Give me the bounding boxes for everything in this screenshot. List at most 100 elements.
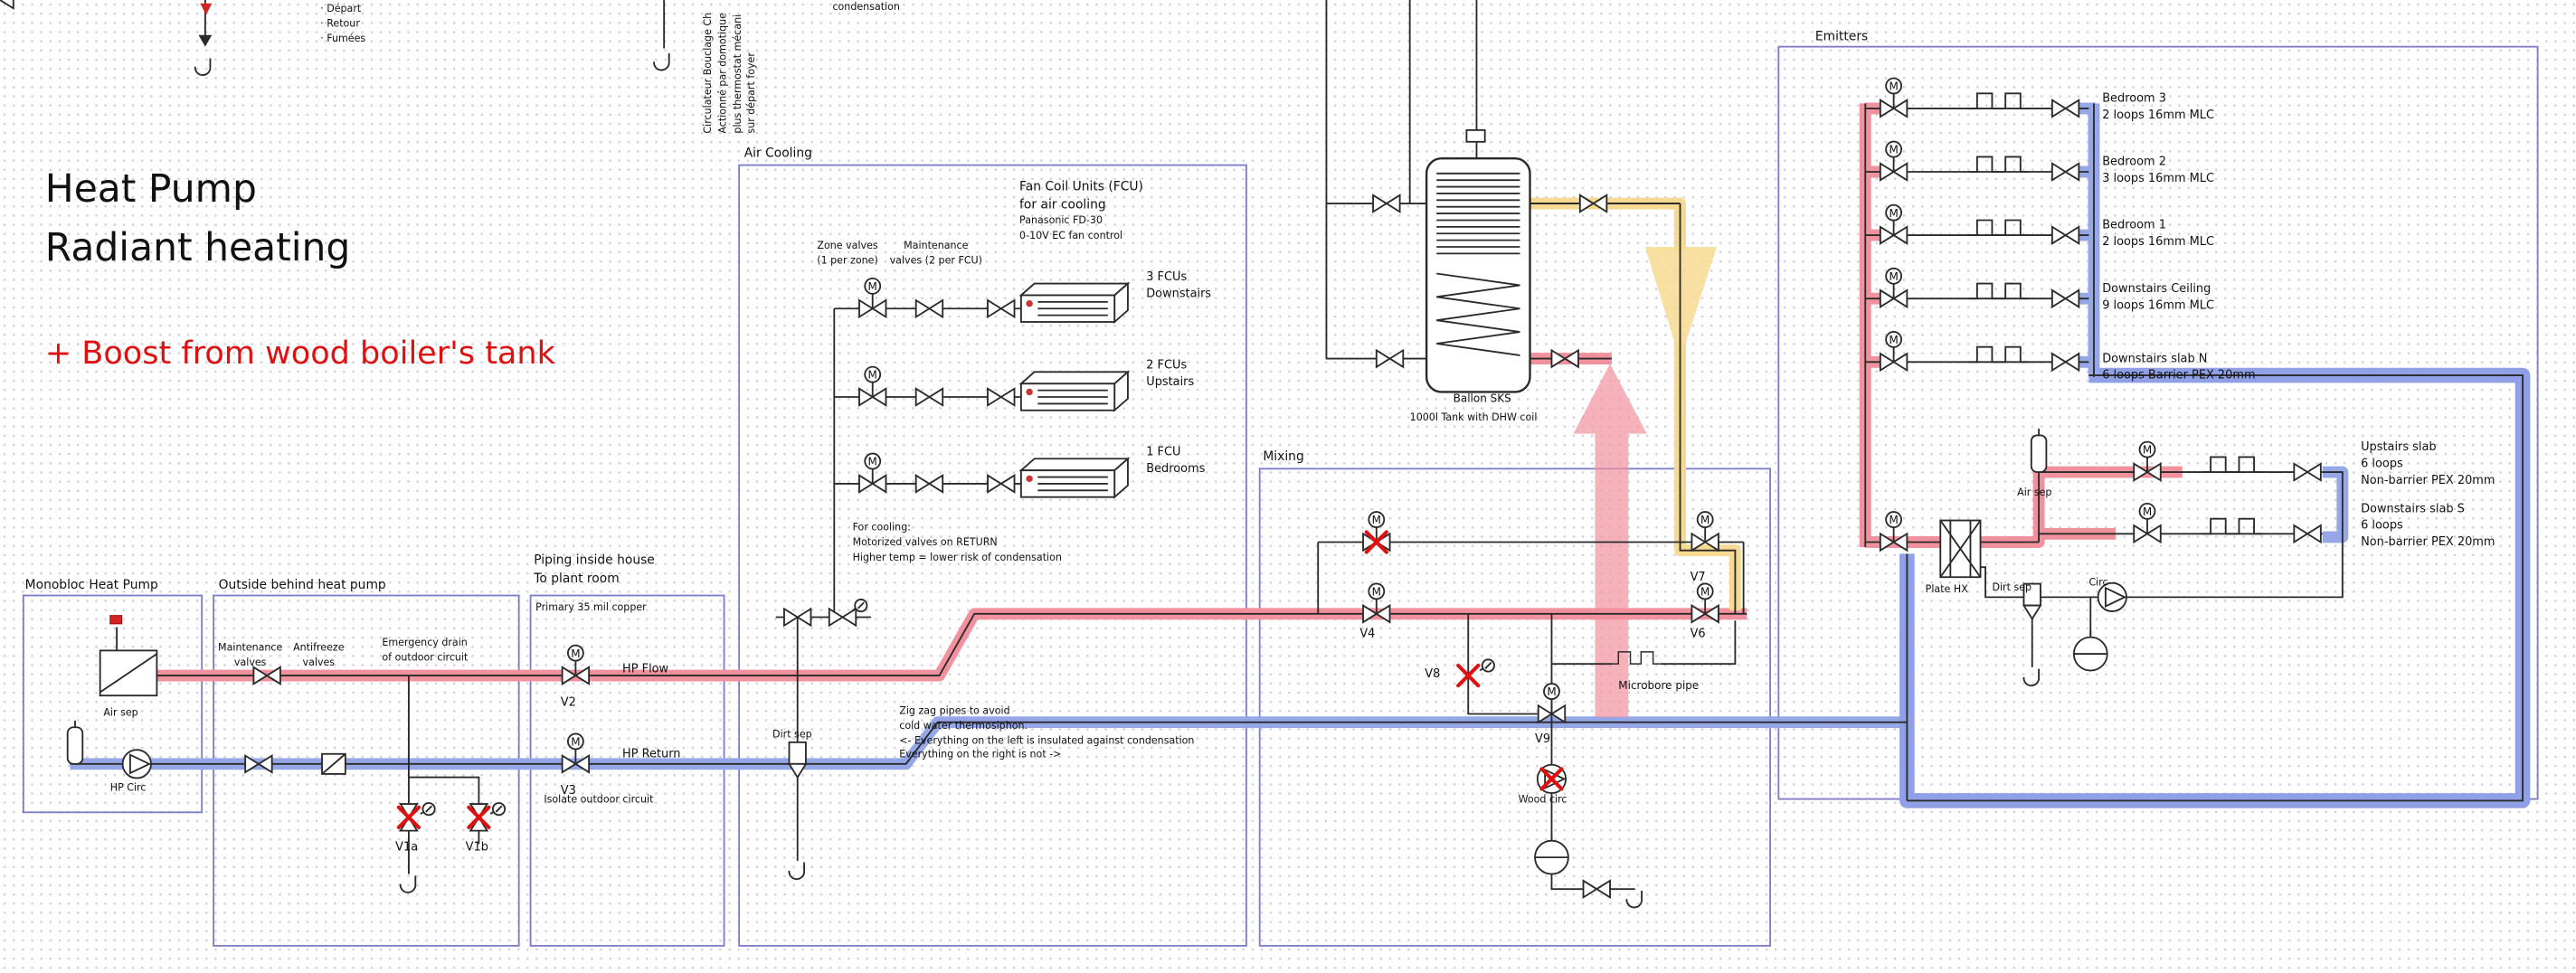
upstairs-slab-label: Upstairs slab 6 loops Non-barrier PEX 20… [2361,439,2496,487]
antifreeze-valves-label: Antifreeze valves [293,642,345,669]
tank-valve [1372,194,1401,213]
motor-valve-label: M [1700,514,1709,526]
dirt-sep-label: Dirt sep [772,729,812,742]
page-title: Heat Pump Radiant heating [45,162,351,279]
emitter-return-valve [2050,99,2080,118]
boost-note: + Boost from wood boiler's tank [44,335,555,373]
emitter-return-valve [2050,225,2080,245]
hp-circulator-pump [121,749,152,779]
motor-valve-label: M [2143,444,2152,457]
valve-v6-label: V6 [1690,627,1706,641]
valve-v3-label: V3 [560,783,576,798]
motor-valve-label: M [868,280,877,293]
fcu-maintenance-valve [987,474,1016,494]
outside-box-label: Outside behind heat pump [218,577,386,592]
sensor-icon [489,802,507,817]
plate-hx-label: Plate HX [1925,583,1968,596]
fcu-maintenance-valve [914,387,944,407]
emitter-loop-icon [1967,345,2030,364]
box-monobloc-heat-pump [22,594,204,814]
fcu-maintenance-label: Maintenance valves (2 per FCU) [889,240,982,267]
fan-coil-unit [1019,458,1129,498]
motor-valve-label: M [868,456,877,468]
air-cooling-box-label: Air Cooling [743,145,812,161]
heat-pump-unit [99,615,158,697]
valve-v1b-label: V1b [465,840,488,855]
antifreeze-valve [321,752,346,775]
motor-valve-label: M [1889,80,1898,93]
motor-valve-label: M [868,369,877,382]
drain-hook-icon [2022,667,2041,687]
components: M M M M M M M M M M M M M M M M M M [0,0,2322,909]
fcu-subtitle: Panasonic FD-30 0-10V EC fan control [1019,214,1123,242]
emitter-return-valve [2050,162,2080,182]
valve-v7-label: V7 [1690,570,1706,584]
clipped-note: condensation [832,1,900,14]
rotated-note-line: plus thermostat mécani [732,14,743,134]
expansion-vessel-icon [2072,629,2108,672]
tank-desc: 1000l Tank with DHW coil [1409,411,1538,424]
emitter-row-5-label: Downstairs slab N 6 loops Barrier PEX 20… [2102,352,2256,383]
microbore-pipe-icon [1611,651,1661,665]
air-sep-2-label: Air sep [2017,486,2052,499]
valve-v8 [0,0,14,10]
motor-valve-label: M [1372,586,1381,599]
emitter-return-valve [2050,289,2080,308]
fcu-maintenance-valve [914,474,944,494]
motor-valve-label: M [1889,334,1898,346]
cooling-note: For cooling: Motorized valves on RETURN … [852,522,1062,563]
valve-v1a-label: V1a [395,840,419,855]
emitter-return-valve [2050,353,2080,372]
down-arrow-icon [198,34,213,47]
fcu-group-1-label: 3 FCUs Downstairs [1146,269,1212,301]
rotated-note-line: sur départ foyer [746,52,759,134]
box-piping-inside-house [529,594,725,947]
piping-box-label: Piping inside house To plant room [534,552,655,586]
valve-v4-label: V4 [1359,627,1376,641]
drain-hook-icon [1625,890,1643,909]
dirt-sep-2-label: Dirt sep [1992,581,2032,594]
fcu-group-3-label: 1 FCU Bedrooms [1146,445,1206,476]
tank-name: Ballon SKS [1453,392,1511,406]
drain-hook-icon [194,57,212,76]
fcu-group-2-label: 2 FCUs Upstairs [1146,358,1195,389]
air-separator-icon [66,719,84,765]
title-line-2: Radiant heating [44,226,351,270]
motor-valve-label: M [1889,144,1898,156]
rotated-note-line: Circulateur Bouclage Ch [702,12,715,134]
expansion-vessel-icon [1534,833,1569,875]
drain-hook-icon [788,861,806,881]
buffer-tank [1425,128,1531,393]
emitter-loop-icon [1967,92,2030,109]
valve [828,608,857,627]
emitter-loop-icon [1967,156,2030,173]
fcu-maintenance-valve [987,387,1016,407]
microbore-label: Microbore pipe [1618,678,1700,693]
top-legend: · Départ · Retour · Fumées [320,4,365,48]
title-line-1: Heat Pump [44,168,257,213]
drain-hook-icon [399,874,417,893]
box-outside-behind-heat-pump [213,594,520,947]
mixing-box-label: Mixing [1263,449,1304,464]
sensor-icon [851,599,868,613]
motor-valve-label: M [2143,505,2152,518]
slab-return-valve [2293,524,2322,543]
fan-coil-unit [1019,282,1129,323]
motor-valve-label: M [571,736,580,749]
red-arrow-fragment [200,3,213,15]
hp-circ-label: HP Circ [109,782,147,795]
motor-valve-label: M [1547,685,1556,698]
fcu-maintenance-valve [914,299,944,318]
sensor-icon [1479,658,1495,673]
zigzag-note: Zig zag pipes to avoid cold water thermo… [899,705,1195,761]
valve-v2-label: V2 [560,695,576,709]
motor-valve-label: M [1889,514,1898,526]
valve [1582,880,1611,899]
emitter-loop-icon [2201,456,2264,473]
motor-valve-label: M [1889,207,1898,220]
box-air-cooling [738,164,1247,947]
motor-valve-label: M [571,647,580,660]
boost-flow-arrow [1573,364,1647,718]
